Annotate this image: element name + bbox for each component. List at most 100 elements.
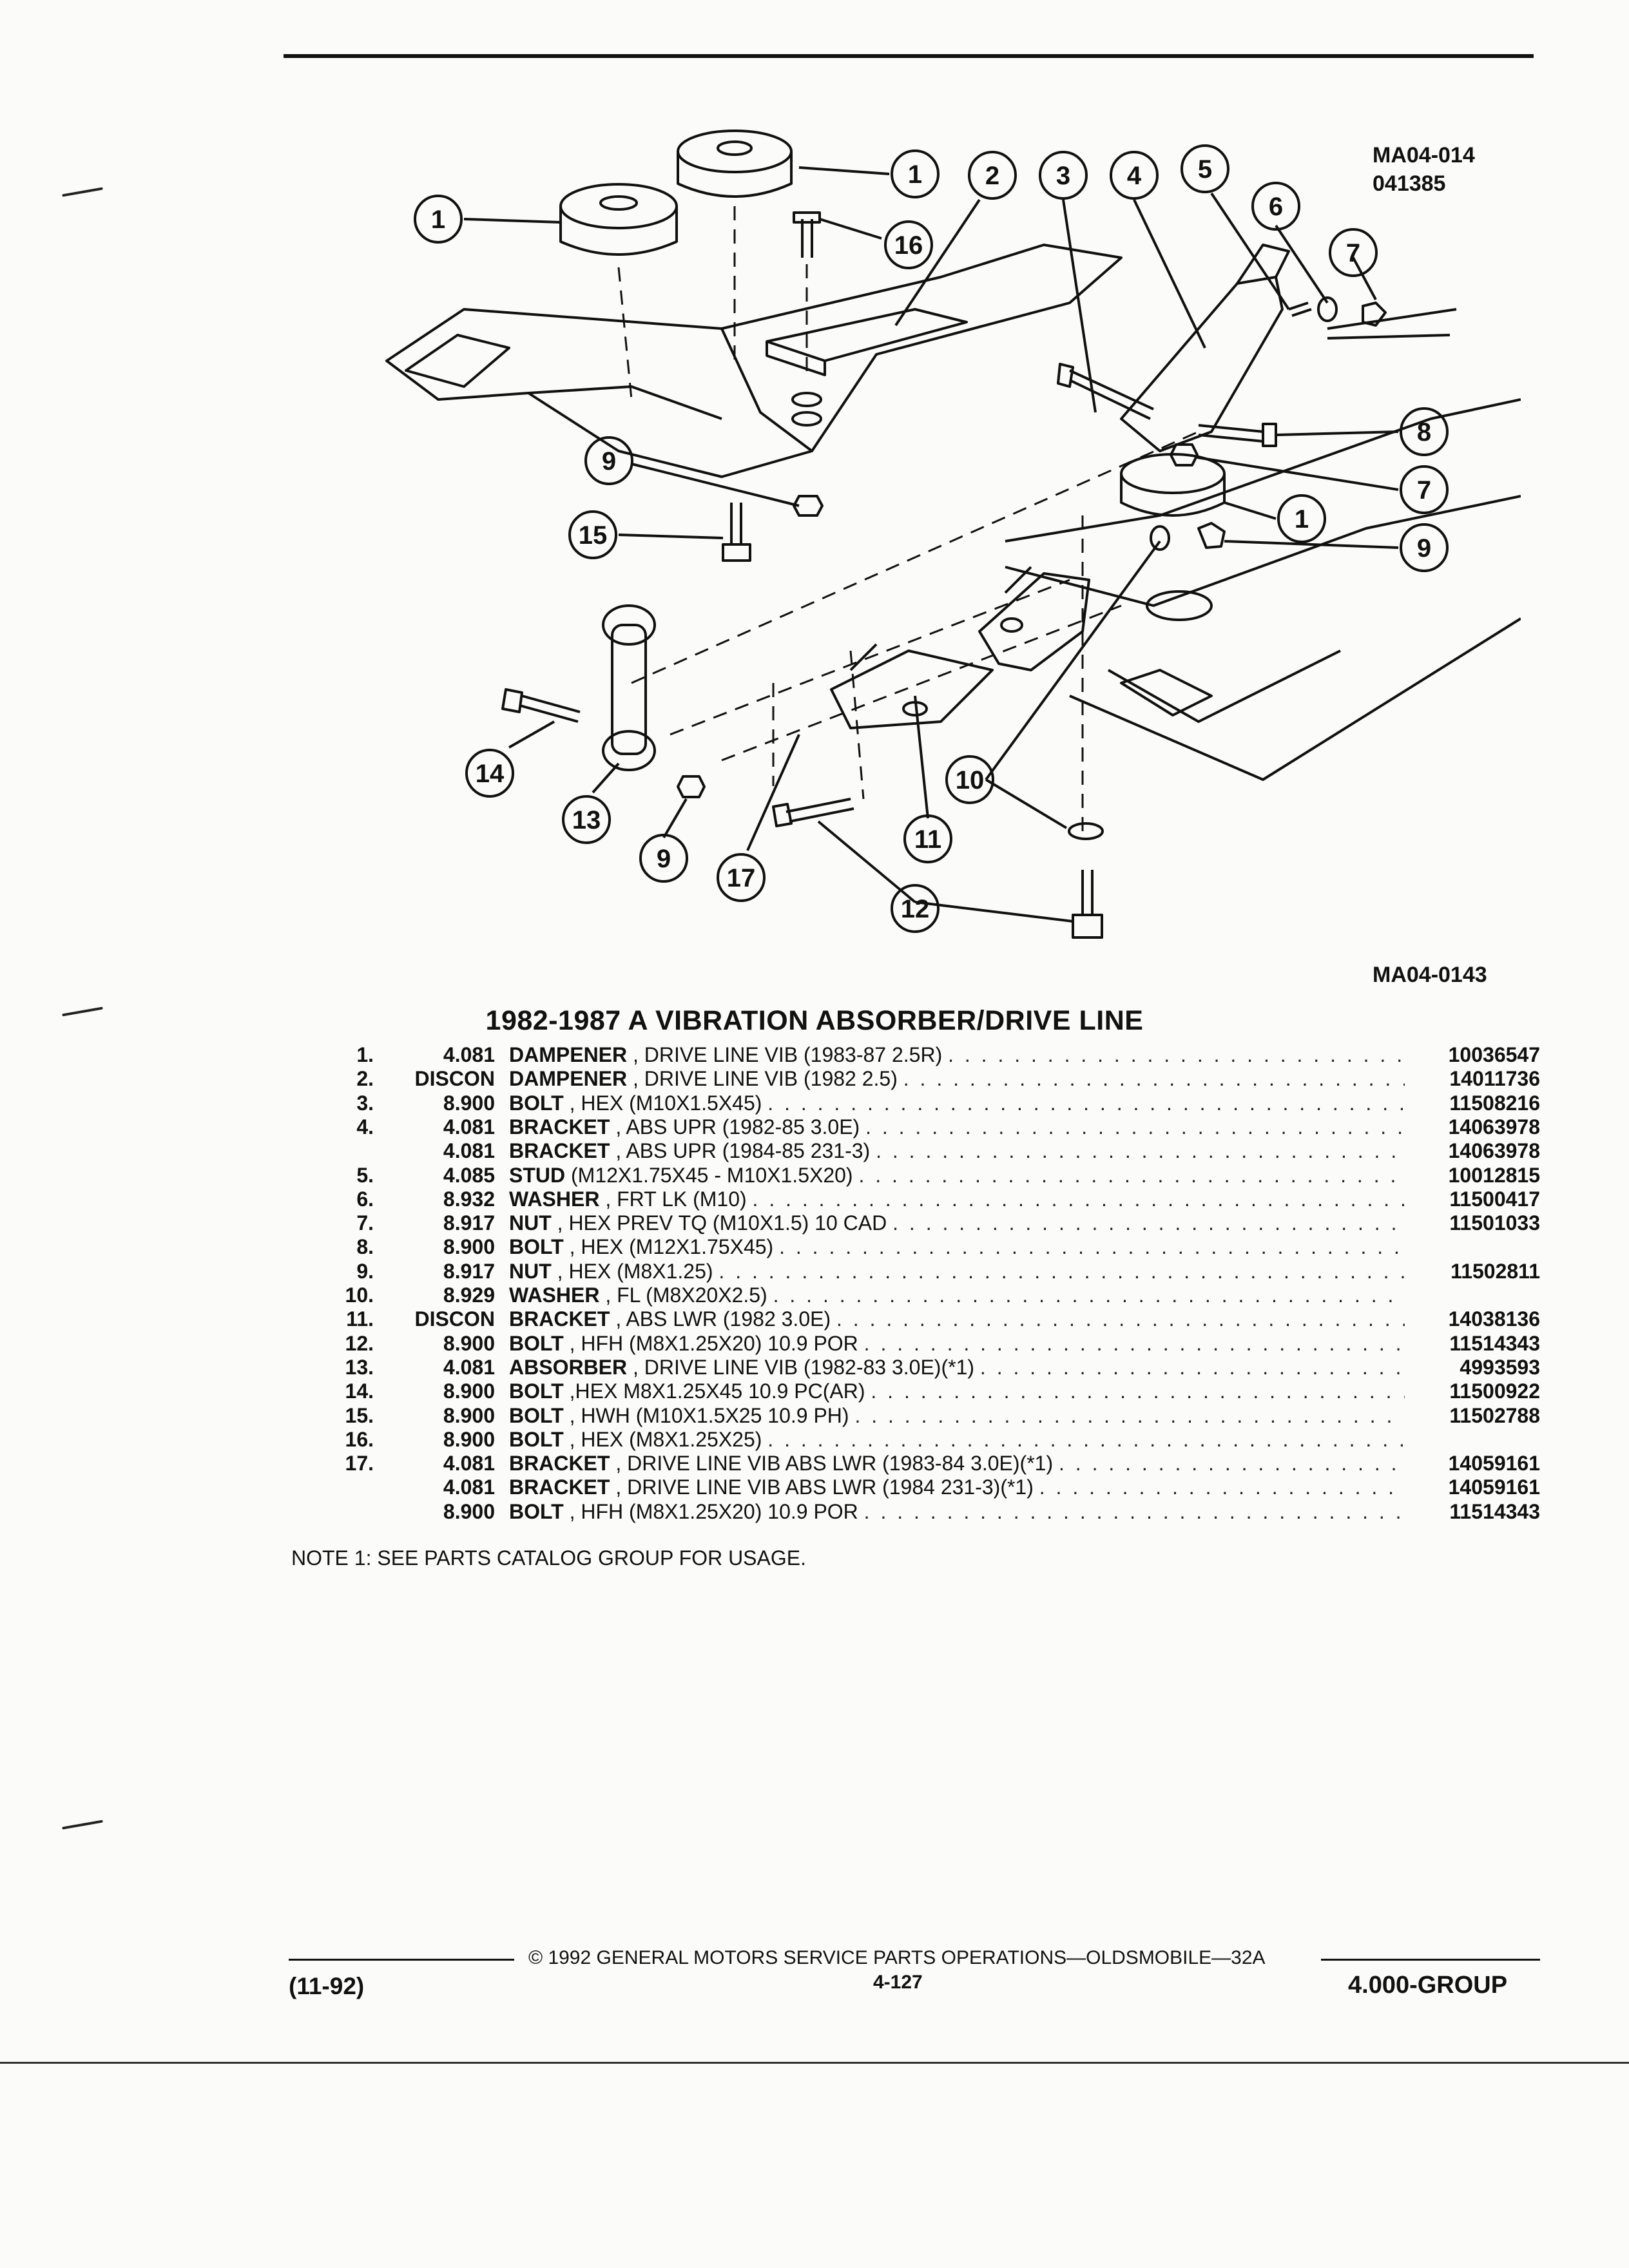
leader-dots: . . . . . . . . . . . . . . . . . . . . … [892, 1211, 1405, 1235]
revision-date: (11-92) [289, 1973, 365, 1999]
item-number: 16. [345, 1427, 374, 1451]
part-name: BRACKET [509, 1452, 610, 1475]
leader-dots: . . . . . . . . . . . . . . . . . . . . … [858, 1163, 1405, 1187]
group-number: 8.929 [443, 1283, 495, 1307]
part-name: WASHER [509, 1283, 600, 1307]
part-description: WASHER , FL (M8X20X2.5) . . . . . . . . … [509, 1282, 1405, 1308]
group-number: 8.900 [443, 1499, 495, 1523]
callout-circle [1110, 151, 1159, 200]
part-name: BOLT [509, 1427, 564, 1451]
table-row: 8.900 BOLT , HFH (M8X1.25X20) 10.9 POR . … [0, 1499, 1629, 1524]
part-name: BOLT [509, 1091, 564, 1115]
lower-frame [1005, 398, 1521, 607]
part-spec: , FL (M8X20X2.5) [605, 1283, 767, 1307]
callout-circle [414, 195, 463, 244]
part-description: BOLT , HWH (M10X1.5X25 10.9 PH) . . . . … [509, 1403, 1405, 1428]
part-number: 14011736 [1449, 1067, 1540, 1091]
item-number: 17. [345, 1452, 374, 1475]
part-description: DAMPENER , DRIVE LINE VIB (1982 2.5) . .… [509, 1066, 1405, 1091]
part-spec: , HFH (M8X1.25X20) 10.9 POR [569, 1499, 858, 1523]
callout-label: 9 [657, 845, 671, 873]
leader-dots: . . . . . . . . . . . . . . . . . . . . … [1059, 1452, 1405, 1475]
leader-dots: . . . . . . . . . . . . . . . . . . . . … [863, 1499, 1405, 1523]
group-number: 4.081 [443, 1355, 495, 1379]
diagram-reference-code-bottom: MA04-0143 [1373, 963, 1487, 987]
leader-dots: . . . . . . . . . . . . . . . . . . . . … [865, 1115, 1405, 1139]
part-spec: , DRIVE LINE VIB ABS LWR (1983-84 3.0E)(… [615, 1452, 1054, 1475]
leader-dots: . . . . . . . . . . . . . . . . . . . . … [948, 1043, 1405, 1066]
callout-circle [1400, 465, 1449, 514]
part-name: NUT [509, 1259, 552, 1283]
lower-frame-box [1120, 669, 1213, 716]
part-name: BRACKET [509, 1307, 610, 1331]
part-name: BOLT [509, 1403, 564, 1427]
part-spec: , HEX (M8X1.25) [557, 1259, 713, 1283]
item-number: 6. [356, 1187, 374, 1211]
part-description: BOLT ,HEX M8X1.25X45 10.9 PC(AR) . . . .… [509, 1378, 1405, 1404]
group-number: 8.917 [443, 1259, 495, 1283]
callout-circle [1277, 494, 1326, 543]
part-name: BOLT [509, 1499, 564, 1523]
part-spec: , HWH (M10X1.5X25 10.9 PH) [569, 1403, 849, 1427]
nut-9-right [1197, 522, 1226, 549]
absorber-13 [611, 624, 647, 755]
plate-bracket [766, 308, 968, 362]
group-number: 8.900 [443, 1091, 495, 1115]
leader-dots: . . . . . . . . . . . . . . . . . . . . … [1039, 1475, 1405, 1499]
part-name: DAMPENER [509, 1043, 628, 1066]
part-description: WASHER , FRT LK (M10) . . . . . . . . . … [509, 1186, 1405, 1212]
part-spec: , HEX PREV TQ (M10X1.5) 10 CAD [557, 1211, 887, 1235]
part-description: BOLT , HFH (M8X1.25X20) 10.9 POR . . . .… [509, 1331, 1405, 1356]
part-description: ABSORBER , DRIVE LINE VIB (1982-83 3.0E)… [509, 1354, 1405, 1380]
copyright-line: © 1992 GENERAL MOTORS SERVICE PARTS OPER… [528, 1947, 1266, 1968]
leader-dots: . . . . . . . . . . . . . . . . . . . . … [903, 1067, 1405, 1091]
item-number: 8. [356, 1235, 374, 1259]
part-name: WASHER [509, 1187, 600, 1211]
group-number: 4.081 [443, 1043, 495, 1066]
leader-dots: . . . . . . . . . . . . . . . . . . . . … [854, 1403, 1405, 1427]
part-spec: , ABS LWR (1982 3.0E) [615, 1307, 831, 1331]
callout-label: 16 [894, 231, 923, 260]
bolt-3 [1057, 363, 1154, 420]
part-number: 4993593 [1460, 1355, 1540, 1379]
group-number: 8.900 [443, 1331, 495, 1355]
callout-circle [1400, 407, 1449, 456]
leader-dots: . . . . . . . . . . . . . . . . . . . . … [779, 1235, 1405, 1259]
part-spec: , DRIVE LINE VIB (1982 2.5) [633, 1067, 898, 1091]
part-name: BOLT [509, 1379, 564, 1403]
part-description: DAMPENER , DRIVE LINE VIB (1983-87 2.5R)… [509, 1042, 1405, 1068]
part-description: BOLT , HFH (M8X1.25X20) 10.9 POR . . . .… [509, 1499, 1405, 1524]
part-description: BRACKET , ABS UPR (1984-85 231-3) . . . … [509, 1138, 1405, 1164]
item-number: 12. [345, 1331, 374, 1355]
callout-label: 1 [908, 160, 922, 189]
callout-label: 9 [602, 447, 616, 476]
part-number: 11501033 [1449, 1211, 1540, 1235]
washer-6 [1317, 296, 1338, 322]
callout-circle [1251, 182, 1300, 231]
item-number: 10. [345, 1283, 374, 1307]
group-number: 8.900 [443, 1379, 495, 1403]
callout-circle [639, 834, 688, 883]
part-description: BRACKET , ABS LWR (1982 3.0E) . . . . . … [509, 1306, 1405, 1332]
part-name: ABSORBER [509, 1355, 628, 1379]
top-rule [284, 54, 1534, 58]
callout-label: 10 [956, 766, 985, 794]
exploded-parts-diagram: 1 1 16 2 3 4 5 6 7 8 7 1 9 9 15 14 13 9 … [385, 130, 1521, 939]
callout-label: 13 [572, 806, 601, 834]
part-spec: ,HEX M8X1.25X45 10.9 PC(AR) [569, 1379, 865, 1403]
part-description: BOLT , HEX (M8X1.25X25) . . . . . . . . … [509, 1427, 1405, 1452]
callout-circle [465, 749, 514, 798]
bolt-12 [772, 798, 854, 827]
part-spec: , HEX (M10X1.5X45) [569, 1091, 762, 1115]
leader-dots: . . . . . . . . . . . . . . . . . . . . … [767, 1427, 1405, 1451]
group-number: 8.900 [443, 1403, 495, 1427]
